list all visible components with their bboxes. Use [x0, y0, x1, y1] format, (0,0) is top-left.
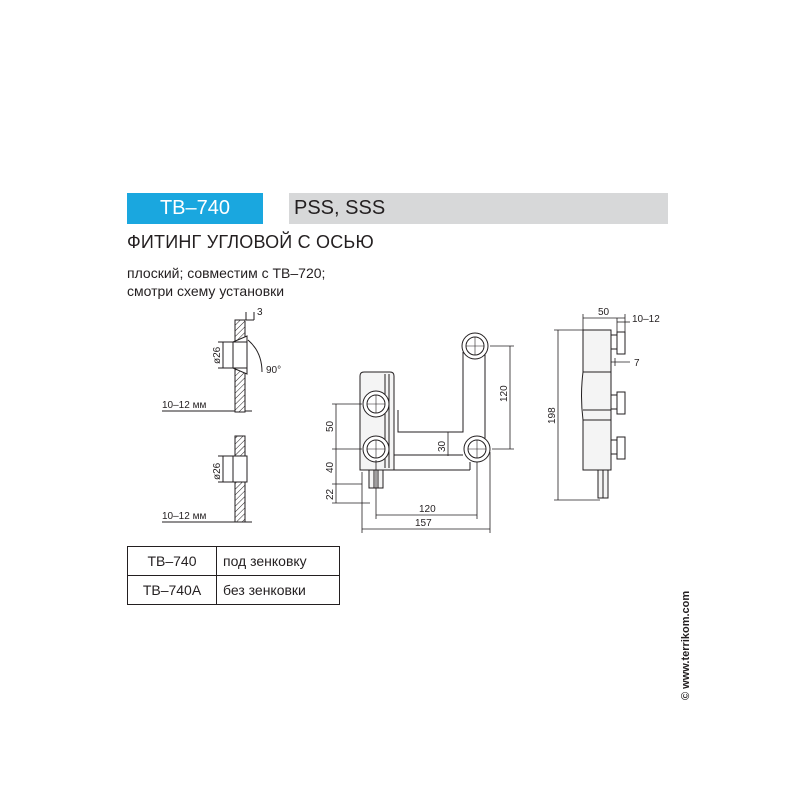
dim-120-vertical: 120	[499, 385, 510, 402]
diameter-bottom-label: ø26	[212, 462, 223, 480]
description-line-2: смотри схему установки	[127, 283, 285, 299]
dim-40-front: 40	[325, 461, 336, 473]
series-badge: PSS, SSS	[289, 193, 668, 224]
dim-7-side: 7	[634, 358, 640, 369]
dim-198-side: 198	[547, 407, 558, 424]
table-row: TB–740A без зенковки	[127, 575, 340, 605]
side-view	[581, 329, 626, 499]
side-view-dimensions	[554, 314, 630, 501]
dim-10-12-side: 10–12	[632, 314, 660, 325]
description-line-1: плоский; совместим с TB–720;	[127, 265, 326, 281]
dim-30-front: 30	[437, 440, 448, 452]
product-description: плоский; совместим с TB–720; смотри схем…	[127, 264, 325, 300]
front-view	[359, 332, 491, 489]
copyright-text: © www.terrikom.com	[680, 590, 692, 700]
dim-157: 157	[415, 518, 432, 529]
dim-50-side: 50	[598, 307, 610, 318]
table-row: TB–740 под зенковку	[127, 546, 340, 576]
variant-code: TB–740A	[127, 575, 217, 605]
variant-note: без зенковки	[216, 575, 340, 605]
diameter-top-label: ø26	[212, 346, 223, 364]
glass-thickness-label-bottom: 10–12 мм	[162, 511, 206, 522]
front-view-dimensions	[332, 345, 514, 533]
variant-code: TB–740	[127, 546, 217, 576]
dim-22-front: 22	[325, 488, 336, 500]
dim-50-front: 50	[325, 420, 336, 432]
angle-label: 90°	[266, 365, 281, 376]
variants-table: TB–740 под зенковку TB–740A без зенковки	[127, 546, 340, 605]
glass-thickness-label-top: 10–12 мм	[162, 400, 206, 411]
plain-hole-section-detail	[162, 435, 252, 523]
counter-thickness-label: 3	[257, 307, 263, 318]
countersunk-section-detail	[162, 312, 263, 413]
dim-120-horizontal: 120	[419, 504, 436, 515]
variant-note: под зенковку	[216, 546, 340, 576]
product-code-badge: TB–740	[127, 193, 263, 224]
product-title: ФИТИНГ УГЛОВОЙ С ОСЬЮ	[127, 232, 374, 252]
